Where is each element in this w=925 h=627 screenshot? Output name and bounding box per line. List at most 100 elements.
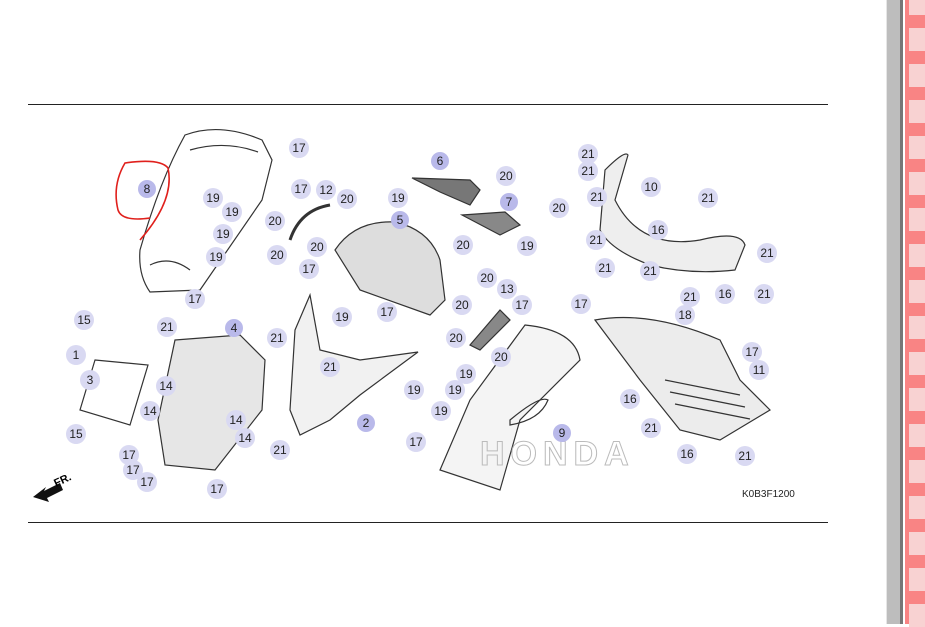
callout-label-20[interactable]: 20 [310, 240, 324, 254]
thumbnail[interactable] [909, 604, 925, 627]
callout-circle [213, 224, 233, 244]
scrollbar-track[interactable] [886, 0, 901, 624]
thumbnail[interactable] [909, 568, 925, 591]
callout-circle [320, 357, 340, 377]
callout-label-17[interactable]: 17 [515, 298, 529, 312]
callout-label-19[interactable]: 19 [407, 383, 421, 397]
callout-label-21[interactable]: 21 [589, 233, 603, 247]
callout-label-19[interactable]: 19 [391, 191, 405, 205]
callout-label-14[interactable]: 14 [238, 431, 252, 445]
callout-label-20[interactable]: 20 [268, 214, 282, 228]
callout-label-17[interactable]: 17 [188, 292, 202, 306]
callout-label-17[interactable]: 17 [210, 482, 224, 496]
callout-label-20[interactable]: 20 [270, 248, 284, 262]
callout-label-21[interactable]: 21 [644, 421, 658, 435]
callout-label-20[interactable]: 20 [449, 331, 463, 345]
callout-label-17[interactable]: 17 [380, 305, 394, 319]
callout-label-21[interactable]: 21 [323, 360, 337, 374]
callout-label-9[interactable]: 9 [559, 426, 566, 440]
callout-label-20[interactable]: 20 [499, 169, 513, 183]
callout-label-15[interactable]: 15 [77, 313, 91, 327]
callout-label-20[interactable]: 20 [455, 298, 469, 312]
callout-label-1[interactable]: 1 [73, 348, 80, 362]
callout-label-21[interactable]: 21 [581, 164, 595, 178]
callout-label-16[interactable]: 16 [623, 392, 637, 406]
callout-label-10[interactable]: 10 [644, 180, 658, 194]
callout-label-19[interactable]: 19 [216, 227, 230, 241]
callout-label-21[interactable]: 21 [738, 449, 752, 463]
thumbnail[interactable] [909, 280, 925, 303]
thumbnail[interactable] [909, 0, 925, 15]
callout-label-15[interactable]: 15 [69, 427, 83, 441]
callout-label-13[interactable]: 13 [500, 282, 514, 296]
callout-label-19[interactable]: 19 [335, 310, 349, 324]
callout-label-17[interactable]: 17 [302, 262, 316, 276]
thumbnail[interactable] [909, 388, 925, 411]
callout-label-19[interactable]: 19 [520, 239, 534, 253]
callout-label-17[interactable]: 17 [745, 345, 759, 359]
thumbnail[interactable] [909, 208, 925, 231]
callout-label-17[interactable]: 17 [140, 475, 154, 489]
callout-label-20[interactable]: 20 [456, 238, 470, 252]
callout-label-19[interactable]: 19 [206, 191, 220, 205]
callout-label-17[interactable]: 17 [292, 141, 306, 155]
callout-label-17[interactable]: 17 [126, 463, 140, 477]
top-divider [28, 104, 828, 105]
callout-label-17[interactable]: 17 [294, 182, 308, 196]
callout-label-21[interactable]: 21 [760, 246, 774, 260]
callout-label-16[interactable]: 16 [718, 287, 732, 301]
thumbnail[interactable] [909, 136, 925, 159]
callout-label-6[interactable]: 6 [437, 154, 444, 168]
callout-label-16[interactable]: 16 [651, 223, 665, 237]
callout-label-20[interactable]: 20 [552, 201, 566, 215]
callout-label-19[interactable]: 19 [434, 404, 448, 418]
callout-label-19[interactable]: 19 [225, 205, 239, 219]
callout-label-12[interactable]: 12 [319, 183, 333, 197]
callout-label-14[interactable]: 14 [159, 379, 173, 393]
callout-label-17[interactable]: 17 [574, 297, 588, 311]
thumbnail[interactable] [909, 460, 925, 483]
callout-label-14[interactable]: 14 [143, 404, 157, 418]
thumbnail[interactable] [909, 496, 925, 519]
callout-label-21[interactable]: 21 [598, 261, 612, 275]
callout-label-2[interactable]: 2 [363, 416, 370, 430]
callout-label-21[interactable]: 21 [643, 264, 657, 278]
callout-label-19[interactable]: 19 [209, 250, 223, 264]
thumbnail[interactable] [909, 172, 925, 195]
callout-circle [641, 177, 661, 197]
callout-label-17[interactable]: 17 [122, 448, 136, 462]
callout-label-5[interactable]: 5 [397, 213, 404, 227]
thumbnail[interactable] [909, 532, 925, 555]
callout-label-4[interactable]: 4 [231, 321, 238, 335]
callout-label-17[interactable]: 17 [409, 435, 423, 449]
callout-label-18[interactable]: 18 [678, 308, 692, 322]
thumbnail[interactable] [909, 424, 925, 447]
callout-label-21[interactable]: 21 [581, 147, 595, 161]
callout-label-21[interactable]: 21 [757, 287, 771, 301]
thumbnail[interactable] [909, 316, 925, 339]
callout-label-21[interactable]: 21 [683, 290, 697, 304]
callout-label-19[interactable]: 19 [448, 383, 462, 397]
callout-label-20[interactable]: 20 [494, 350, 508, 364]
callout-label-19[interactable]: 19 [459, 367, 473, 381]
callout-label-21[interactable]: 21 [273, 443, 287, 457]
thumbnail[interactable] [909, 100, 925, 123]
callout-label-20[interactable]: 20 [340, 192, 354, 206]
thumbnail[interactable] [909, 64, 925, 87]
thumbnail[interactable] [909, 244, 925, 267]
callout-label-3[interactable]: 3 [87, 373, 94, 387]
callout-circle [453, 235, 473, 255]
callout-label-16[interactable]: 16 [680, 447, 694, 461]
callout-label-7[interactable]: 7 [506, 195, 513, 209]
callout-label-21[interactable]: 21 [590, 190, 604, 204]
callout-label-21[interactable]: 21 [270, 331, 284, 345]
callout-label-20[interactable]: 20 [480, 271, 494, 285]
thumbnail[interactable] [909, 352, 925, 375]
callout-label-11[interactable]: 11 [753, 363, 766, 377]
page-thumbnail-strip[interactable] [905, 0, 925, 627]
callout-label-8[interactable]: 8 [144, 182, 151, 196]
callout-label-21[interactable]: 21 [701, 191, 715, 205]
callout-label-21[interactable]: 21 [160, 320, 174, 334]
thumbnail[interactable] [909, 28, 925, 51]
callout-label-14[interactable]: 14 [229, 413, 243, 427]
